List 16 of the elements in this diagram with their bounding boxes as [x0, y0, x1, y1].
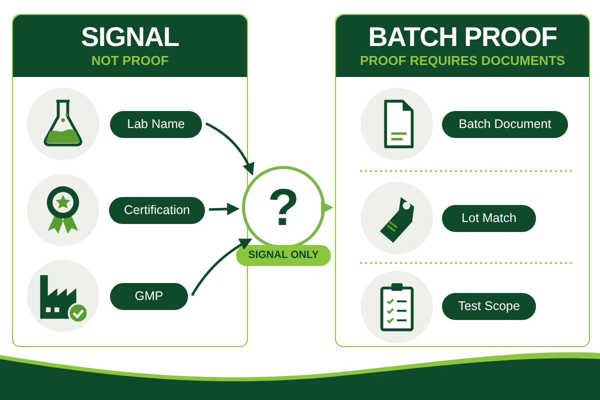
panel-subtitle: PROOF REQUIRES DOCUMENTS: [360, 52, 566, 70]
arrow: [208, 202, 240, 216]
question-mark: ?: [268, 182, 300, 234]
label-pill: GMP: [110, 283, 188, 310]
arrow: [205, 122, 254, 176]
label-pill: Lab Name: [110, 111, 202, 138]
arrow: [321, 201, 334, 214]
label-pill: Test Scope: [442, 293, 536, 320]
label-pill: Certification: [109, 197, 205, 224]
panel-title: SIGNAL: [81, 22, 179, 52]
label-pill: Lot Match: [442, 205, 536, 232]
arrow: [190, 238, 252, 296]
panel-subtitle: NOT PROOF: [91, 52, 169, 70]
label-pill: Batch Document: [442, 111, 568, 138]
status-badge: SIGNAL ONLY: [236, 245, 331, 266]
panel-title: BATCH PROOF: [368, 22, 557, 52]
